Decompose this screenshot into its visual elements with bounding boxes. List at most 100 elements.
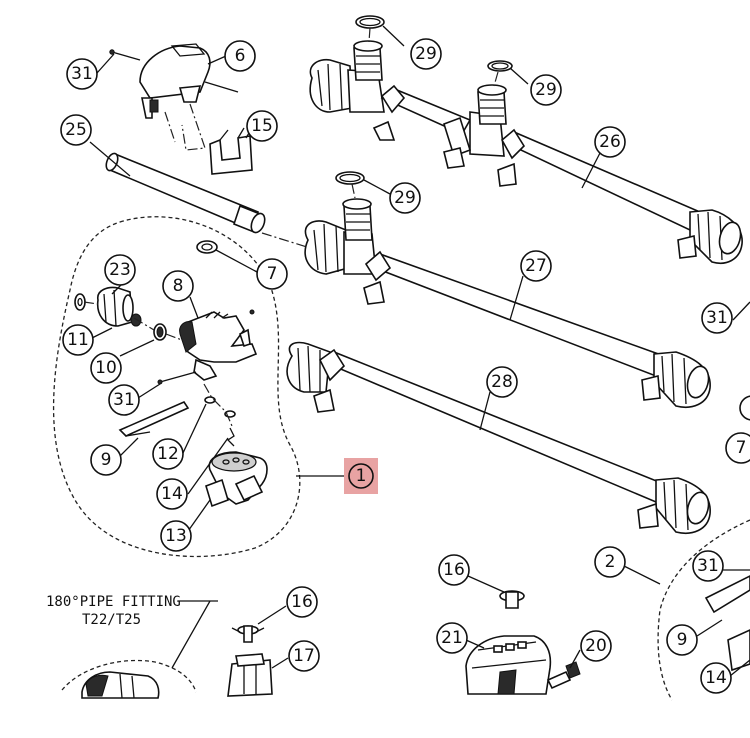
callout-31-top: 31: [66, 58, 98, 90]
svg-text:8: 8: [173, 276, 184, 296]
svg-text:11: 11: [67, 330, 89, 350]
svg-text:16: 16: [291, 592, 313, 612]
part-6-cap: [139, 43, 211, 119]
part-12-parts: [203, 383, 236, 427]
callout-6: 6: [224, 40, 256, 72]
part-9-clip-right: [704, 575, 750, 614]
callout-26: 26: [594, 126, 626, 158]
part-25-pipe: [105, 152, 266, 234]
callout-31-bottom-right: 31: [692, 550, 724, 582]
part-13-valve-seat: [205, 451, 268, 508]
oring-29-c-inner: [339, 173, 361, 183]
svg-text:14: 14: [705, 668, 727, 688]
callout-12: 12: [152, 438, 184, 470]
svg-text:29: 29: [415, 44, 437, 64]
callout-9-left: 9: [90, 444, 122, 476]
svg-text:17: 17: [293, 646, 315, 666]
svg-text:29: 29: [535, 80, 557, 100]
part-11-nut: [96, 286, 142, 327]
callout-23: 23: [104, 254, 136, 286]
part-9-clip: [118, 400, 190, 437]
part-14-spring: [226, 427, 235, 447]
svg-text:31: 31: [706, 308, 728, 328]
callout-20: 20: [580, 630, 612, 662]
screw-31-top-head: [109, 49, 115, 55]
centerline-6-15b: [164, 111, 176, 143]
manifold-top: [309, 40, 743, 264]
callout-14-right: 14: [700, 662, 732, 694]
callout-1: 1: [348, 463, 374, 489]
callout-21: 21: [436, 622, 468, 654]
callout-17: 17: [288, 640, 320, 672]
svg-text:6: 6: [235, 46, 246, 66]
centerline-6-15: [181, 103, 206, 151]
part-10-oring: [153, 323, 167, 341]
callout-8: 8: [162, 270, 194, 302]
centerline-23-8: [83, 301, 183, 341]
svg-text:15: 15: [251, 116, 273, 136]
fitting-note-line1: 180°PIPE FITTING: [46, 594, 181, 610]
centerline-29-c: [351, 183, 356, 199]
part-23-washer: [74, 293, 86, 311]
centerline-29-a: [368, 27, 371, 43]
callout-7-right-partial: [739, 395, 750, 421]
callout-29-mid: 29: [389, 182, 421, 214]
svg-text:16: 16: [443, 560, 465, 580]
svg-text:13: 13: [165, 526, 187, 546]
svg-text:29: 29: [394, 188, 416, 208]
screw-31-top: [111, 51, 141, 61]
centerline-29-b: [493, 71, 499, 87]
callout-31-mid: 31: [108, 384, 140, 416]
callout-10: 10: [90, 352, 122, 384]
svg-text:31: 31: [697, 556, 719, 576]
svg-text:31: 31: [113, 390, 135, 410]
callout-13: 13: [160, 520, 192, 552]
callout-15: 15: [246, 110, 278, 142]
svg-text:20: 20: [585, 636, 607, 656]
svg-text:23: 23: [109, 260, 131, 280]
svg-text:14: 14: [161, 484, 183, 504]
screw-31-mid-head: [157, 379, 163, 385]
svg-text:25: 25: [65, 120, 87, 140]
oring-29-b-inner: [491, 62, 509, 70]
svg-text:26: 26: [599, 132, 621, 152]
fitting-180-boundary: [61, 659, 197, 693]
svg-text:9: 9: [101, 450, 112, 470]
leader-lines: [89, 25, 750, 677]
part-15-bracket: [209, 127, 253, 175]
fitting-note-line2: T22/T25: [82, 612, 141, 628]
svg-text:9: 9: [677, 630, 688, 650]
callout-11: 11: [62, 324, 94, 356]
callout-16-right: 16: [438, 554, 470, 586]
callout-7-right: 7: [725, 432, 750, 464]
callout-14-left: 14: [156, 478, 188, 510]
assembly-2-boundary: [657, 519, 750, 701]
svg-text:31: 31: [71, 64, 93, 84]
part-7-oring-inner: [201, 243, 213, 251]
centerline-25-29: [261, 232, 311, 249]
callout-31-right: 31: [701, 302, 733, 334]
svg-text:21: 21: [441, 628, 463, 648]
callout-28: 28: [486, 366, 518, 398]
part-7-oring: [196, 240, 218, 254]
callout-16-left: 16: [286, 586, 318, 618]
svg-text:28: 28: [491, 372, 513, 392]
part-8-valve-body: [179, 309, 258, 381]
spring-6: [204, 81, 239, 93]
screw-31-mid: [159, 371, 197, 383]
fitting-180-partial: [81, 671, 160, 699]
callout-27: 27: [520, 250, 552, 282]
part-16-screw-right: [499, 590, 525, 609]
callout-29-top: 29: [410, 38, 442, 70]
callout-2: 2: [594, 546, 626, 578]
callout-7-left: 7: [256, 258, 288, 290]
svg-text:12: 12: [157, 444, 179, 464]
callout-9-right: 9: [666, 624, 698, 656]
oring-29-a-inner: [359, 17, 381, 27]
callout-29-right: 29: [530, 74, 562, 106]
callout-25: 25: [60, 114, 92, 146]
part-20-screw: [546, 661, 581, 690]
part-21-body: [465, 635, 552, 695]
svg-text:27: 27: [525, 256, 547, 276]
